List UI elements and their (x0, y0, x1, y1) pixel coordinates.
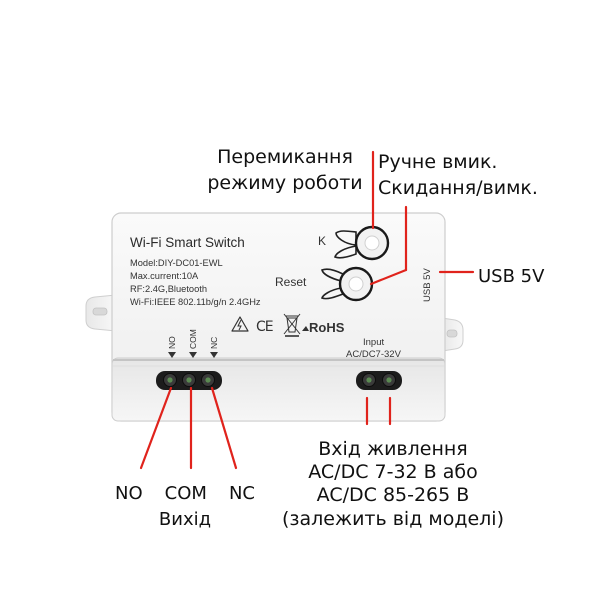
output-com-label: COM (164, 483, 207, 504)
mounting-ear-left (85, 294, 117, 332)
terminal-label-nc: NC (209, 337, 219, 358)
line-no (139, 386, 173, 470)
terminal-com-text: COM (188, 329, 198, 349)
mounting-ear-right (441, 317, 464, 352)
buttons-caption-line-1: Ручне вмик. (378, 151, 498, 173)
output-no-label: NO (115, 483, 143, 504)
ce-mark: CE (256, 319, 273, 335)
k-button-label: K (318, 234, 326, 248)
output-nc-label: NC (228, 483, 255, 504)
terminal-label-no: NO (167, 336, 177, 358)
callout-lines (139, 150, 475, 470)
k-button[interactable] (334, 225, 390, 261)
spec-current: Max.current:10A (130, 271, 199, 281)
spec-model: Model:DIY-DC01-EWL (130, 258, 223, 268)
weee-bin-icon (283, 313, 301, 337)
rohs-text: RoHS (309, 320, 345, 335)
terminal-nc-text: NC (209, 337, 219, 349)
mode-switch-caption: Перемикання режиму роботи (200, 145, 370, 196)
line-reset (369, 268, 408, 286)
power-caption-line-1: Вхід живлення (318, 438, 468, 460)
output-label: Вихід (158, 509, 212, 531)
power-caption-line-2: AC/DC 7-32 В або (308, 461, 478, 484)
input-label: Input (363, 337, 384, 348)
device-specs: Model:DIY-DC01-EWL Max.current:10A RF:2.… (130, 258, 261, 307)
mode-caption-line-2: режиму роботи (207, 171, 363, 194)
device-title: Wi-Fi Smart Switch (130, 235, 245, 250)
buttons-caption: Ручне вмик. Скидання/вимк. (378, 150, 568, 201)
spec-rf: RF:2.4G,Bluetooth (130, 284, 207, 294)
output-terminal-block (156, 371, 222, 390)
reset-button-label: Reset (275, 275, 307, 289)
usb-caption: USB 5V (478, 266, 545, 287)
usb-port-label: USB 5V (422, 268, 433, 302)
terminal-no-text: NO (167, 336, 177, 349)
rohs-badge: RoHS (302, 320, 345, 335)
power-caption-line-4: (залежить від моделі) (281, 507, 505, 530)
output-terminal-names: NO COM NC (115, 481, 255, 507)
warning-icon (231, 316, 249, 332)
input-terminal-block (356, 371, 402, 390)
mode-caption-line-1: Перемикання (217, 146, 353, 168)
line-nc (210, 386, 238, 470)
terminal-label-com: COM (188, 329, 198, 358)
power-caption-line-3: AC/DC 85-265 В (316, 484, 470, 507)
spec-wifi: Wi-Fi:IEEE 802.11b/g/n 2.4GHz (130, 297, 261, 307)
buttons-caption-line-2: Скидання/вимк. (378, 176, 538, 199)
reset-button[interactable] (321, 266, 374, 302)
power-input-caption: Вхід живлення AC/DC 7-32 В або AC/DC 85-… (268, 438, 518, 531)
input-range-label: AC/DC7-32V (346, 349, 402, 360)
output-caption: NO COM NC Вихід (115, 481, 255, 533)
